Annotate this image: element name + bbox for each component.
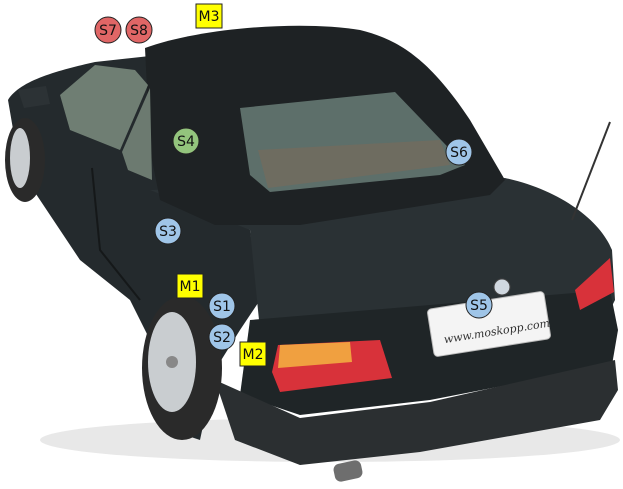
rear-window-interior xyxy=(258,140,450,188)
marker-s1: S1 xyxy=(208,292,236,320)
marker-s3-shape xyxy=(154,217,182,245)
marker-s2-shape xyxy=(208,323,236,351)
brand-badge xyxy=(493,278,511,296)
marker-s2: S2 xyxy=(208,323,236,351)
tail-light-left-amber xyxy=(278,342,352,368)
door-line xyxy=(91,167,141,301)
marker-m2-shape xyxy=(239,341,267,367)
antenna xyxy=(571,121,611,221)
marker-s1-shape xyxy=(208,292,236,320)
car-bumper xyxy=(215,360,618,465)
marker-m1: M1 xyxy=(176,273,204,299)
marker-s7-label: S7 xyxy=(99,23,117,39)
front-wheel-rim xyxy=(10,128,30,188)
marker-s1-label: S1 xyxy=(213,299,231,315)
marker-s8-shape xyxy=(125,16,153,44)
marker-s7: S7 xyxy=(94,16,122,44)
side-window-front xyxy=(60,65,148,150)
marker-m2-label: M2 xyxy=(243,347,264,363)
car-illustration: www.moskopp.com xyxy=(5,25,620,482)
marker-m3: M3 xyxy=(195,3,223,29)
marker-s5-shape xyxy=(465,291,493,319)
marker-m3-label: M3 xyxy=(199,9,220,25)
marker-m2: M2 xyxy=(239,341,267,367)
marker-s4-shape xyxy=(172,127,200,155)
side-mirror xyxy=(18,86,50,108)
marker-s2-label: S2 xyxy=(213,330,231,346)
exhaust-pipe xyxy=(333,460,363,482)
marker-m1-shape xyxy=(176,273,204,299)
marker-s6-shape xyxy=(445,138,473,166)
marker-s4-label: S4 xyxy=(177,134,195,150)
marker-s4: S4 xyxy=(172,127,200,155)
tail-light-right xyxy=(575,258,614,310)
side-window-rear xyxy=(122,88,152,180)
marker-s5: S5 xyxy=(465,291,493,319)
marker-s5-label: S5 xyxy=(470,298,488,314)
marker-s6-label: S6 xyxy=(450,145,468,161)
marker-s3-label: S3 xyxy=(159,224,177,240)
marker-s8-label: S8 xyxy=(130,23,148,39)
marker-m3-shape xyxy=(195,3,223,29)
rear-wheel-hub xyxy=(166,356,178,368)
marker-m1-label: M1 xyxy=(180,279,201,295)
marker-s3: S3 xyxy=(154,217,182,245)
marker-s7-shape xyxy=(94,16,122,44)
marker-s8: S8 xyxy=(125,16,153,44)
marker-s6: S6 xyxy=(445,138,473,166)
